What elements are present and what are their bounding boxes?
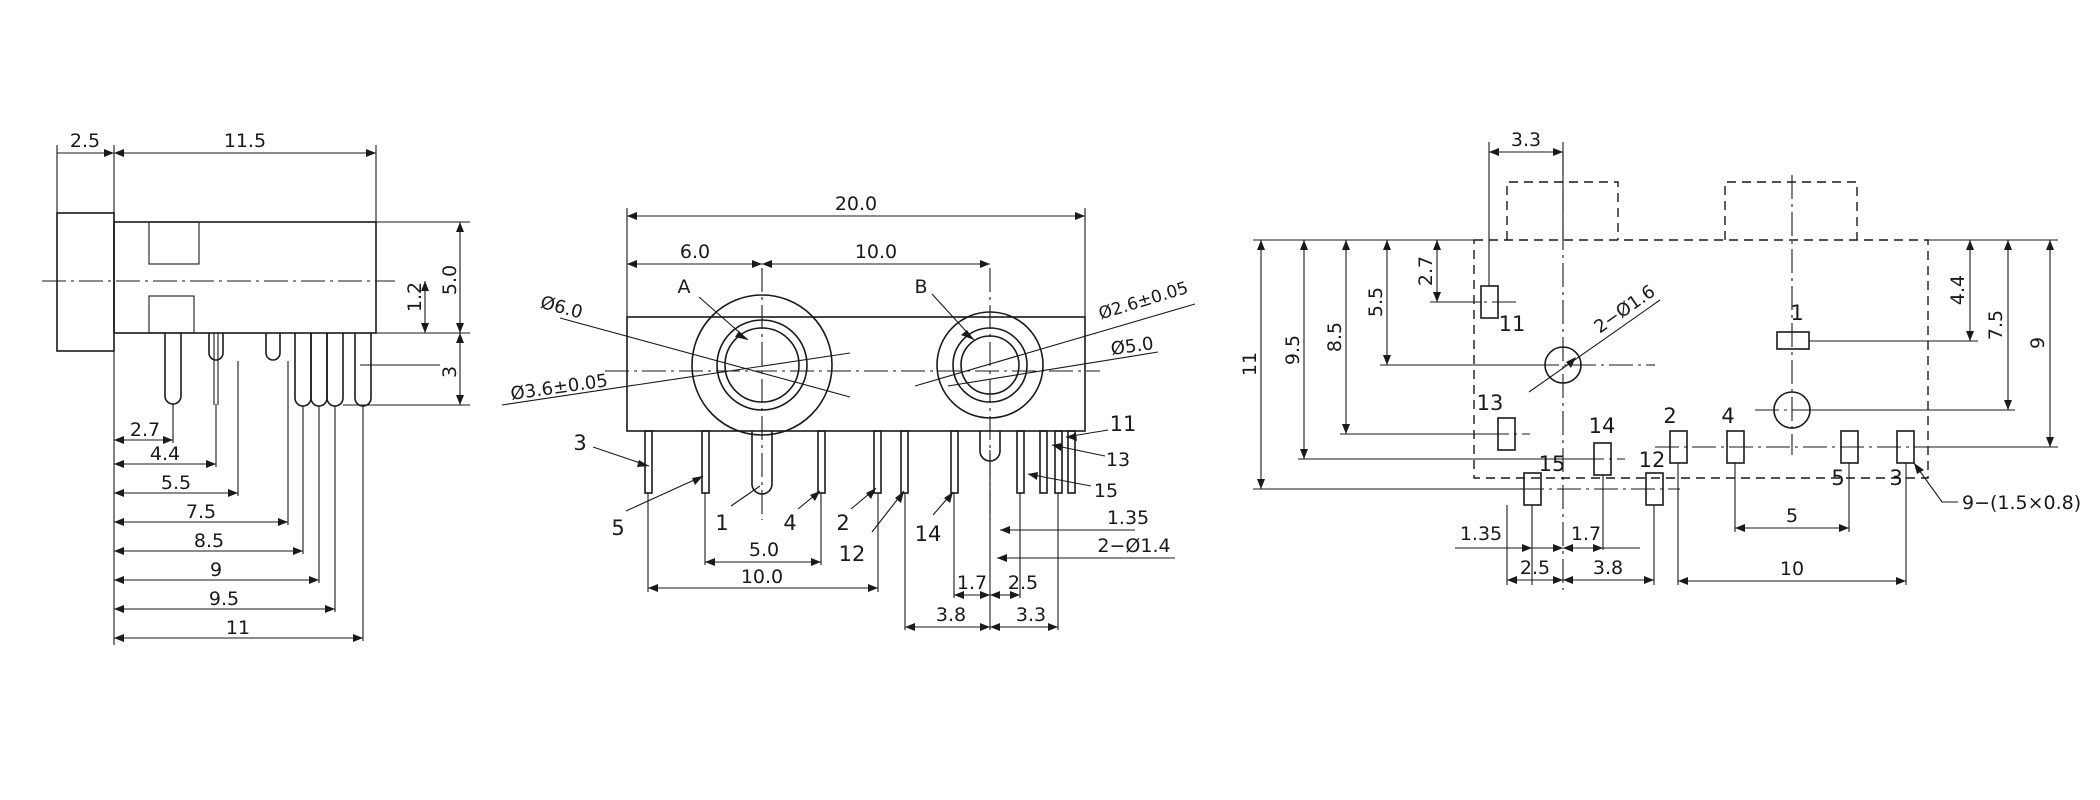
front-center-pin <box>751 431 773 495</box>
fp-pin-12: 12 <box>1639 448 1666 472</box>
side-view: 2.5 11.5 5.0 1.2 3 <box>42 130 470 645</box>
front-dim-10-0-top: 10.0 <box>855 241 897 263</box>
fp-dim-3-8: 3.8 <box>1593 557 1623 579</box>
pin-label-12: 12 <box>839 542 866 566</box>
side-dim-11-5: 11.5 <box>224 130 266 152</box>
fp-dim-9-5: 9.5 <box>1282 335 1304 365</box>
front-dim-3-8: 3.8 <box>936 604 966 626</box>
front-dim-hole: 2−Ø1.4 <box>1097 535 1170 557</box>
footprint-tab-right <box>1724 181 1858 240</box>
fp-pin-13: 13 <box>1477 391 1504 415</box>
fp-dim-2-5: 2.5 <box>1520 557 1550 579</box>
fp-dim-4-4: 4.4 <box>1947 275 1969 305</box>
side-pin <box>354 333 372 407</box>
front-dim-phi3-6: Ø3.6±0.05 <box>509 370 609 404</box>
front-dim-2-5: 2.5 <box>1008 572 1038 594</box>
fp-dim-8-5: 8.5 <box>1324 322 1346 352</box>
front-dim-10-0-bottom: 10.0 <box>741 566 783 588</box>
front-pins <box>644 430 1076 494</box>
front-dim-1-35: 1.35 <box>1107 507 1149 529</box>
side-dim-5-0: 5.0 <box>439 265 461 295</box>
pin-label-15: 15 <box>1094 480 1118 502</box>
fp-dim-2-7: 2.7 <box>1415 256 1437 286</box>
fp-pin-5: 5 <box>1831 466 1844 490</box>
side-dim-8-5: 8.5 <box>194 530 224 552</box>
fp-pin-4: 4 <box>1721 404 1734 428</box>
fp-pin-3: 3 <box>1889 466 1902 490</box>
side-stack-dims <box>114 436 363 642</box>
front-dim-phi2-6: Ø2.6±0.05 <box>1096 278 1190 324</box>
front-dim-5-0: 5.0 <box>749 539 779 561</box>
side-dim-7-5: 7.5 <box>186 501 216 523</box>
side-pin <box>208 333 224 361</box>
label-a: A <box>678 276 691 298</box>
footprint-outline <box>1473 239 1929 479</box>
front-dim-6-0: 6.0 <box>680 241 710 263</box>
fp-dim-pads: 9−(1.5×0.8) <box>1962 492 2081 514</box>
fp-dim-9: 9 <box>2027 337 2049 349</box>
pin-label-13: 13 <box>1106 449 1130 471</box>
side-dim-11: 11 <box>226 617 250 639</box>
front-dim-3-3: 3.3 <box>1016 604 1046 626</box>
fp-dim-10: 10 <box>1780 558 1804 580</box>
side-front-flange <box>56 212 115 352</box>
fp-dim-11: 11 <box>1239 352 1261 376</box>
side-dim-4-4: 4.4 <box>150 443 180 465</box>
fp-dim-5: 5 <box>1786 505 1798 527</box>
side-dim-1-2: 1.2 <box>404 282 426 312</box>
fp-dim-7-5: 7.5 <box>1985 310 2007 340</box>
side-dim-5-5: 5.5 <box>161 472 191 494</box>
pin-label-3: 3 <box>573 431 586 455</box>
fp-dim-5-5: 5.5 <box>1365 287 1387 317</box>
pin-label-5: 5 <box>611 516 624 540</box>
fp-pin-15: 15 <box>1539 452 1566 476</box>
pin-label-14: 14 <box>915 522 942 546</box>
side-window <box>148 221 200 265</box>
fp-dim-3-3: 3.3 <box>1511 129 1541 151</box>
side-pin <box>164 333 182 405</box>
side-dim-9: 9 <box>210 559 222 581</box>
fp-pin-1: 1 <box>1790 301 1803 325</box>
fp-dim-hole: 2−Ø1.6 <box>1590 281 1659 338</box>
side-pin <box>326 333 344 407</box>
front-body <box>626 316 1086 432</box>
fp-pin-11: 11 <box>1499 312 1526 336</box>
fp-dim-1-35: 1.35 <box>1460 523 1502 545</box>
side-dim-2-7: 2.7 <box>130 419 160 441</box>
pin-label-2: 2 <box>836 511 849 535</box>
pin-label-11: 11 <box>1110 412 1137 436</box>
side-body <box>113 221 377 334</box>
label-b: B <box>914 276 927 298</box>
fp-pin-2: 2 <box>1663 404 1676 428</box>
side-slot <box>148 295 195 334</box>
front-dim-phi5-0: Ø5.0 <box>1110 333 1155 360</box>
side-dim-2-5: 2.5 <box>70 130 100 152</box>
front-dim-1-7: 1.7 <box>957 572 987 594</box>
side-pin <box>294 333 312 407</box>
pin-label-4: 4 <box>783 511 796 535</box>
fp-dim-1-7: 1.7 <box>1571 523 1601 545</box>
front-dim-20-0: 20.0 <box>835 193 877 215</box>
front-view: 20.0 6.0 10.0 A B Ø6.0 Ø3.6±0.05 Ø2.6±0.… <box>501 193 1196 631</box>
fp-pin-14: 14 <box>1589 414 1616 438</box>
side-pin <box>310 333 328 407</box>
pin-label-1: 1 <box>715 511 728 535</box>
footprint-view: 3.3 2.7 5.5 8.5 9.5 11 4.4 <box>1239 129 2081 590</box>
side-pin <box>265 333 281 361</box>
side-dim-9-5: 9.5 <box>209 588 239 610</box>
side-dim-3: 3 <box>439 366 461 378</box>
